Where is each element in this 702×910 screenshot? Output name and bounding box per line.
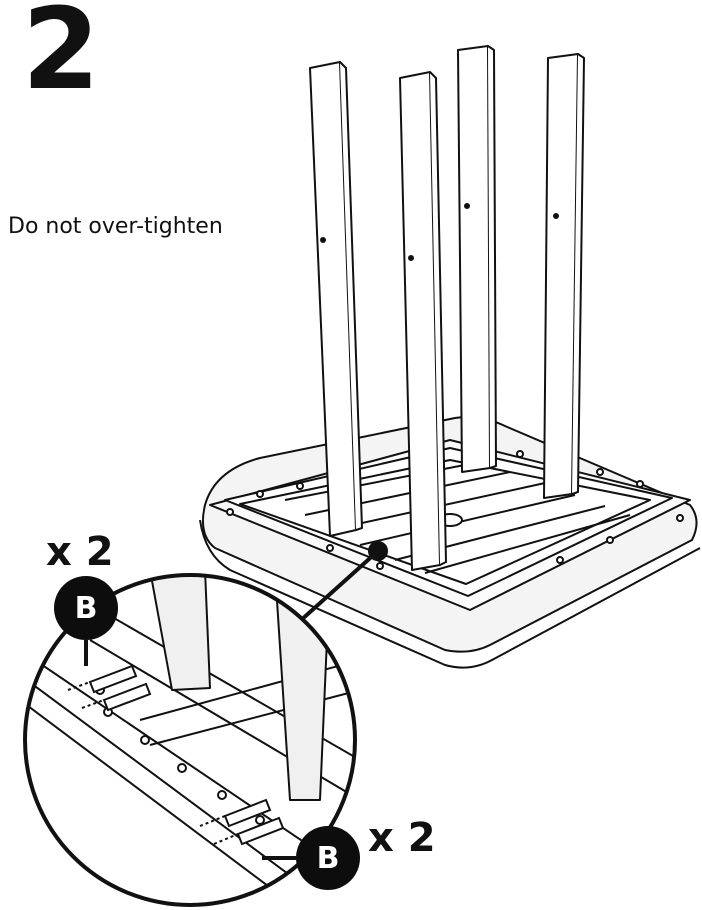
part-badge-top: B	[54, 576, 118, 640]
part-badge-bottom: B	[296, 826, 360, 890]
quantity-label-bottom: x 2	[368, 815, 436, 861]
detail-leader	[288, 541, 388, 632]
screw-icon	[67, 664, 285, 846]
step-number: 2	[22, 0, 100, 115]
instruction-caption: Do not over-tighten	[8, 214, 223, 239]
leg-icon	[309, 45, 585, 571]
quantity-label-top: x 2	[46, 529, 114, 575]
